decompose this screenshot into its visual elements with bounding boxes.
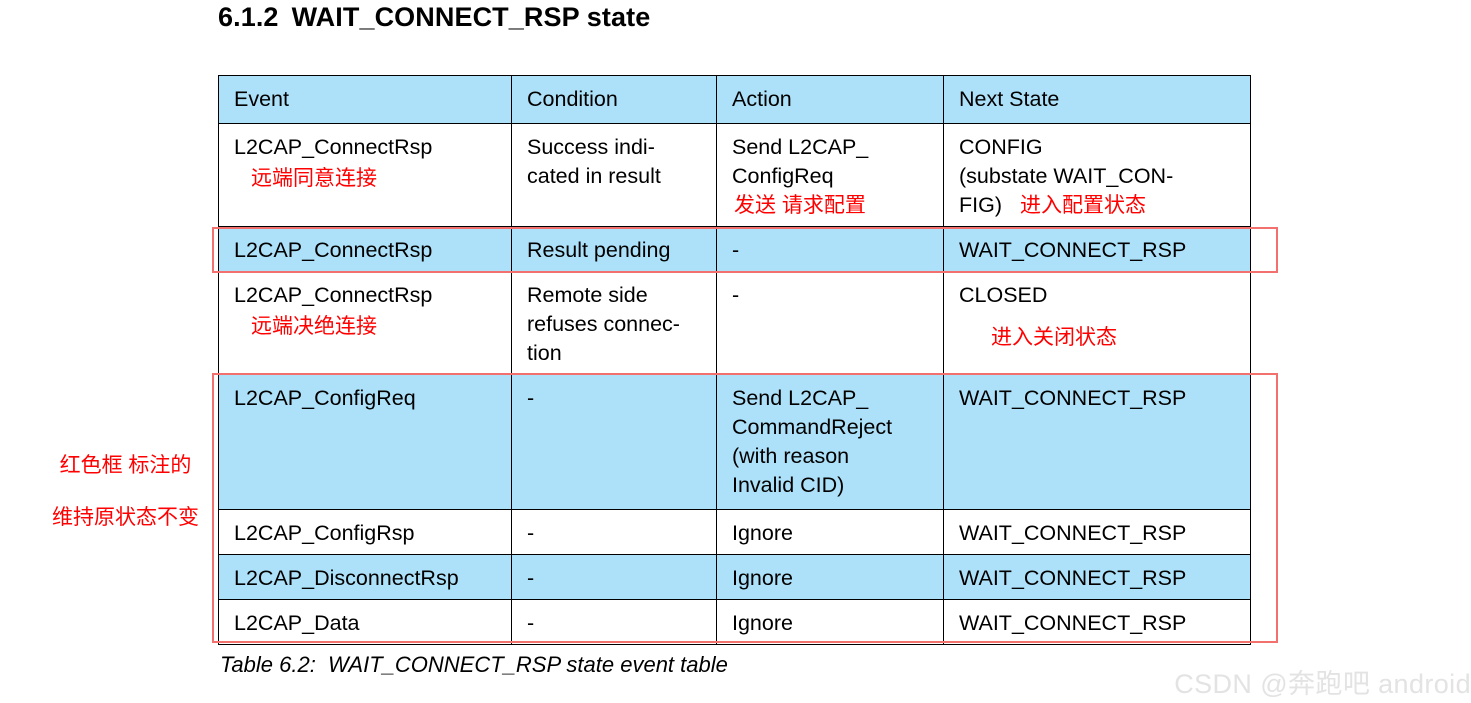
- next-state-text: WAIT_CONNECT_RSP: [959, 238, 1187, 262]
- cell-condition: -: [511, 509, 717, 555]
- action-text: Ignore: [732, 521, 793, 545]
- cell-event: L2CAP_ConfigReq: [218, 374, 512, 510]
- table-row: L2CAP_ConfigRsp - Ignore WAIT_CONNECT_RS…: [218, 509, 1251, 555]
- cell-event: L2CAP_DisconnectRsp: [218, 554, 512, 600]
- event-table-container: Event Condition Action Next State L2CAP_…: [218, 75, 1251, 645]
- cell-condition: Result pending: [511, 226, 717, 272]
- page-title: 6.1.2 WAIT_CONNECT_RSP state: [218, 2, 650, 33]
- cell-event: L2CAP_Data: [218, 599, 512, 645]
- cell-action: -: [716, 271, 944, 375]
- cell-event: L2CAP_ConnectRsp 远端同意连接: [218, 123, 512, 227]
- cell-event: L2CAP_ConnectRsp: [218, 226, 512, 272]
- table-row: L2CAP_Data - Ignore WAIT_CONNECT_RSP: [218, 599, 1251, 645]
- action-text: -: [732, 283, 740, 307]
- table-row: L2CAP_ConnectRsp 远端同意连接 Success indi- ca…: [218, 123, 1251, 227]
- column-header-condition: Condition: [511, 75, 717, 124]
- csdn-watermark: CSDN @奔跑吧 android: [1174, 669, 1471, 699]
- cell-action: -: [716, 226, 944, 272]
- next-state-line-2: (substate WAIT_CON-: [959, 164, 1174, 188]
- next-state-line-3-wrap: FIG) 进入配置状态: [959, 193, 1146, 217]
- event-table: Event Condition Action Next State L2CAP_…: [218, 75, 1251, 645]
- cell-action: Ignore: [716, 599, 944, 645]
- left-annotation-line-1: 红色框 标注的: [59, 454, 192, 477]
- cell-event: L2CAP_ConnectRsp 远端决绝连接: [218, 271, 512, 375]
- table-row: L2CAP_ConnectRsp Result pending - WAIT_C…: [218, 226, 1251, 272]
- next-state-text: WAIT_CONNECT_RSP: [959, 566, 1187, 590]
- next-state-text: WAIT_CONNECT_RSP: [959, 521, 1187, 545]
- cell-condition: Remote side refuses connec- tion: [511, 271, 717, 375]
- cell-next-state: WAIT_CONNECT_RSP: [943, 509, 1251, 555]
- section-number: 6.1.2: [218, 2, 279, 32]
- cell-next-state: WAIT_CONNECT_RSP: [943, 226, 1251, 272]
- column-header-action: Action: [716, 75, 944, 124]
- table-header-row: Event Condition Action Next State: [218, 75, 1251, 124]
- next-state-text: CLOSED: [959, 283, 1048, 307]
- condition-text: -: [527, 611, 535, 635]
- cell-next-state: CLOSED 进入关闭状态: [943, 271, 1251, 375]
- condition-text: Result pending: [527, 238, 671, 262]
- action-text: Send L2CAP_ ConfigReq: [732, 135, 869, 188]
- column-header-next-state: Next State: [943, 75, 1251, 124]
- event-annotation: 远端同意连接: [251, 167, 377, 190]
- condition-text: Remote side refuses connec- tion: [527, 283, 680, 365]
- table-caption: Table 6.2: WAIT_CONNECT_RSP state event …: [220, 652, 728, 677]
- next-state-text: WAIT_CONNECT_RSP: [959, 386, 1187, 410]
- table-row: L2CAP_DisconnectRsp - Ignore WAIT_CONNEC…: [218, 554, 1251, 600]
- table-row: L2CAP_ConnectRsp 远端决绝连接 Remote side refu…: [218, 271, 1251, 375]
- condition-text: -: [527, 386, 535, 410]
- cell-next-state: CONFIG (substate WAIT_CON- FIG) 进入配置状态: [943, 123, 1251, 227]
- next-state-annotation: 进入配置状态: [1020, 194, 1146, 217]
- action-text: Ignore: [732, 566, 793, 590]
- next-state-annotation: 进入关闭状态: [991, 326, 1117, 349]
- cell-action: Ignore: [716, 554, 944, 600]
- next-state-line-1: CONFIG: [959, 135, 1043, 159]
- cell-condition: -: [511, 599, 717, 645]
- event-text: L2CAP_ConfigReq: [234, 386, 416, 410]
- event-text: L2CAP_DisconnectRsp: [234, 566, 459, 590]
- cell-condition: -: [511, 554, 717, 600]
- cell-action: Ignore: [716, 509, 944, 555]
- cell-condition: Success indi- cated in result: [511, 123, 717, 227]
- event-text: L2CAP_ConnectRsp: [234, 283, 433, 307]
- action-text: Send L2CAP_ CommandReject (with reason I…: [732, 386, 893, 497]
- cell-next-state: WAIT_CONNECT_RSP: [943, 599, 1251, 645]
- condition-text: -: [527, 521, 535, 545]
- cell-next-state: WAIT_CONNECT_RSP: [943, 374, 1251, 510]
- event-text: L2CAP_ConfigRsp: [234, 521, 415, 545]
- cell-action: Send L2CAP_ CommandReject (with reason I…: [716, 374, 944, 510]
- left-red-annotation: 红色框 标注的 维持原状态不变: [38, 440, 213, 544]
- left-annotation-line-2: 维持原状态不变: [52, 506, 199, 529]
- next-state-text: WAIT_CONNECT_RSP: [959, 611, 1187, 635]
- next-state-line-3: FIG): [959, 193, 1002, 217]
- condition-text: Success indi- cated in result: [527, 135, 661, 188]
- condition-text: -: [527, 566, 535, 590]
- cell-action: Send L2CAP_ ConfigReq 发送 请求配置: [716, 123, 944, 227]
- event-text: L2CAP_Data: [234, 611, 360, 635]
- action-text: Ignore: [732, 611, 793, 635]
- section-title: WAIT_CONNECT_RSP state: [291, 2, 651, 32]
- event-annotation: 远端决绝连接: [251, 315, 377, 338]
- action-annotation: 发送 请求配置: [734, 194, 866, 217]
- cell-condition: -: [511, 374, 717, 510]
- action-text: -: [732, 238, 740, 262]
- cell-event: L2CAP_ConfigRsp: [218, 509, 512, 555]
- cell-next-state: WAIT_CONNECT_RSP: [943, 554, 1251, 600]
- event-text: L2CAP_ConnectRsp: [234, 135, 433, 159]
- table-row: L2CAP_ConfigReq - Send L2CAP_ CommandRej…: [218, 374, 1251, 510]
- event-text: L2CAP_ConnectRsp: [234, 238, 433, 262]
- column-header-event: Event: [218, 75, 512, 124]
